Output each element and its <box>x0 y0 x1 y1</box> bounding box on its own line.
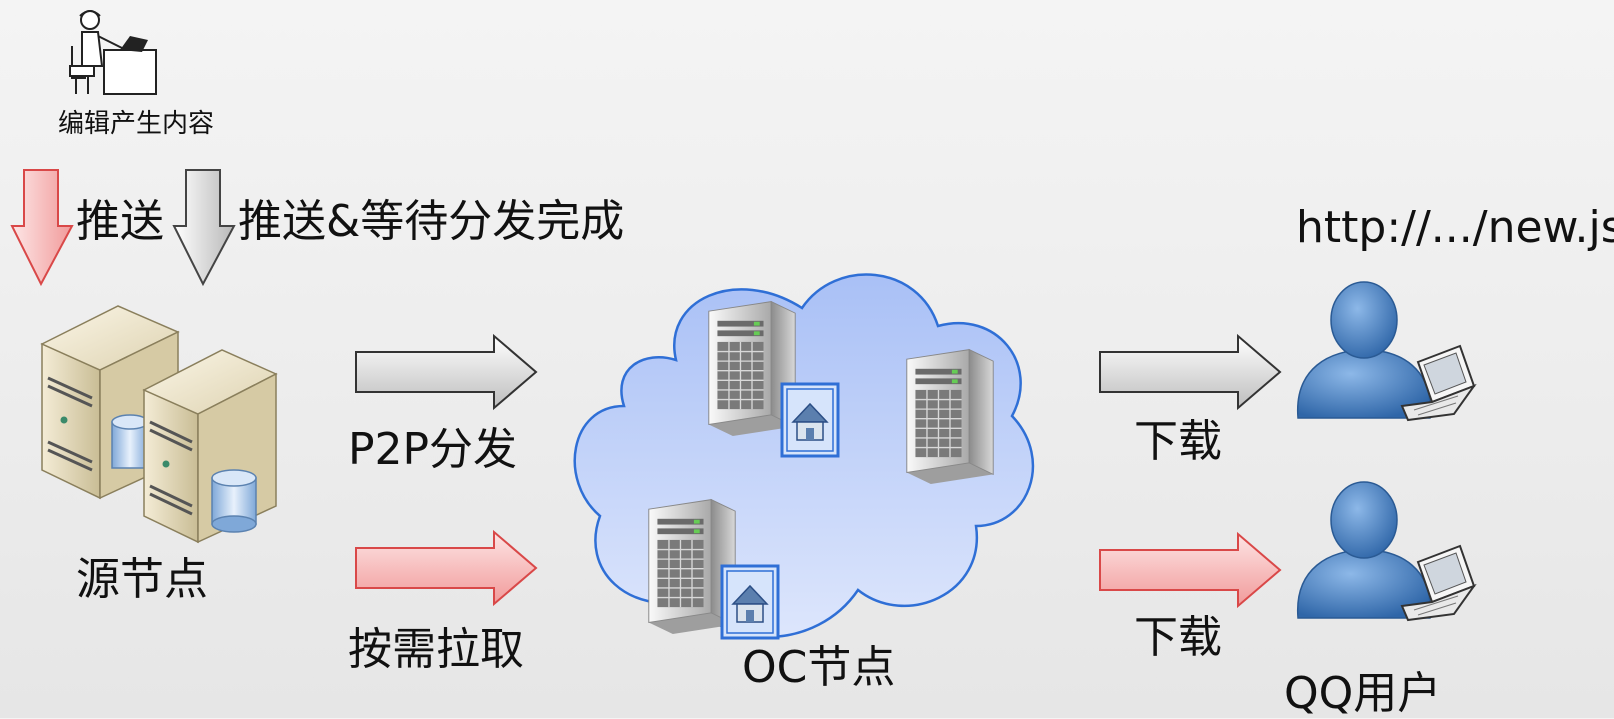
source-server-icon <box>40 305 278 544</box>
download-label-bottom: 下载 <box>1134 612 1222 663</box>
download-label-top: 下载 <box>1134 416 1222 467</box>
users-label: QQ用户 <box>1284 668 1442 719</box>
p2p-label: P2P分发 <box>348 424 518 475</box>
source-label: 源节点 <box>76 554 208 605</box>
pull-label: 按需拉取 <box>348 624 524 675</box>
home-badge-icon <box>720 564 780 640</box>
push-label: 推送 <box>76 196 164 247</box>
editor-icon <box>69 10 157 95</box>
p2p-arrow <box>355 333 538 411</box>
download-arrow-top <box>1099 333 1282 411</box>
push-wait-arrow <box>172 169 236 287</box>
push-wait-label: 推送&等待分发完成 <box>238 196 625 247</box>
push-arrow <box>10 169 74 287</box>
user-laptop-icon <box>1296 281 1475 421</box>
url-label: http://.../new.js <box>1296 202 1614 253</box>
editor-label: 编辑产生内容 <box>58 109 215 139</box>
pull-arrow <box>355 529 538 607</box>
user-laptop-icon <box>1296 481 1475 621</box>
oc-label: OC节点 <box>742 642 896 693</box>
home-badge-icon <box>780 382 840 458</box>
oc-server-right-icon <box>906 348 994 484</box>
download-arrow-bottom <box>1099 531 1282 609</box>
